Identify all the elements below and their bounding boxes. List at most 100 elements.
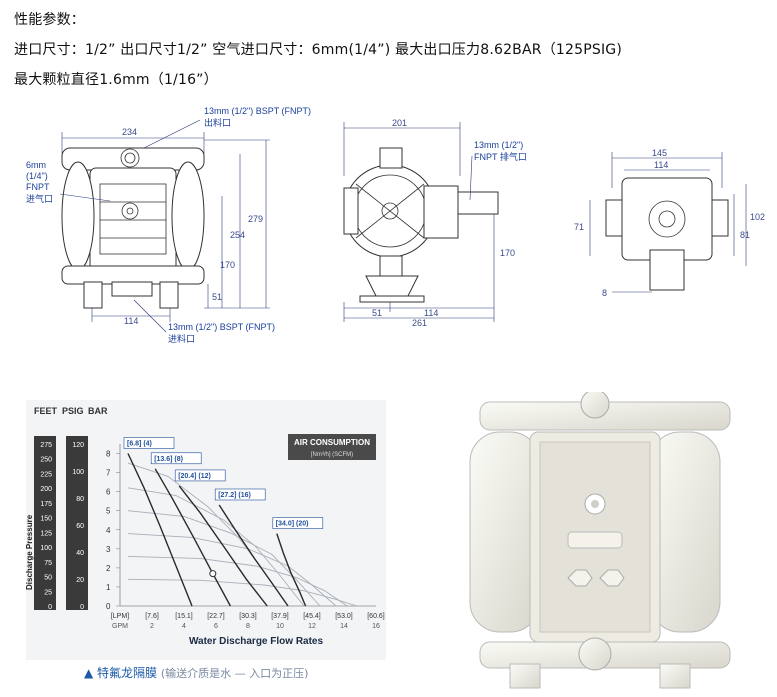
x-tick-lpm-label: [45.4] xyxy=(303,613,321,620)
spec-heading: 性能参数： xyxy=(14,12,85,28)
pump-photo xyxy=(469,392,731,689)
spec-line-particle: 最大颗粒直径1.6mm（1/16”） xyxy=(14,72,218,88)
air-curve-label-box xyxy=(214,488,266,501)
air-curve xyxy=(154,468,232,607)
side-width-label: 201 xyxy=(392,118,407,128)
spec-line-ports: 进口尺寸：1/2” 出口尺寸1/2” 空气进口尺寸：6mm(1/4”) 最大出口… xyxy=(14,42,622,58)
psig-axis-title: PSIG xyxy=(62,406,84,416)
side-height-label: 170 xyxy=(500,248,515,258)
side-exhaust-label-1: 13mm (1/2") xyxy=(474,140,523,150)
psig-tick-label: 120 xyxy=(72,442,84,449)
pressure-curve xyxy=(127,533,337,607)
feet-tick-label: 250 xyxy=(40,457,52,464)
front-height-279: 279 xyxy=(248,214,263,224)
dimension-drawings: 234 13mm (1/2") BSPT (FNPT) 出料口 6mm (1/4… xyxy=(26,106,765,344)
feet-tick-label: 100 xyxy=(40,545,52,552)
front-height-254: 254 xyxy=(230,230,245,240)
x-tick-lpm-label: [60.6] xyxy=(367,613,385,620)
x-tick-lpm-label: [30.3] xyxy=(239,613,257,620)
front-height-170: 170 xyxy=(220,260,235,270)
x-tick-lpm-label: [37.9] xyxy=(271,613,289,620)
feet-tick-label: 175 xyxy=(40,501,52,508)
front-air-label-1: 6mm xyxy=(26,160,46,170)
air-curve xyxy=(276,533,307,607)
caption-sub: (输送介质是水 — 入口为正压) xyxy=(160,667,309,680)
x-tick-gpm-label: 4 xyxy=(182,623,186,630)
front-air-label-2: (1/4") xyxy=(26,171,48,181)
air-curve-label: [20.4] (12) xyxy=(178,473,211,480)
side-dim-114: 114 xyxy=(424,308,438,318)
y-tick-label: 2 xyxy=(106,564,111,573)
air-curve xyxy=(218,504,289,607)
psig-tick-label: 0 xyxy=(80,604,84,611)
front-outlet-label-2: 出料口 xyxy=(204,117,231,128)
feet-tick-label: 75 xyxy=(44,560,52,567)
air-curve-label-box xyxy=(123,437,175,449)
pressure-curve xyxy=(127,487,305,607)
y-tick-label: 8 xyxy=(106,450,111,459)
x-tick-gpm-label: 16 xyxy=(372,623,380,630)
air-curve-label: [34.0] (20) xyxy=(276,521,309,528)
x-tick-gpm-label: 10 xyxy=(276,623,284,630)
top-height-102: 102 xyxy=(750,212,765,222)
y-tick-label: 5 xyxy=(106,507,111,516)
top-view-drawing: 145 114 71 102 81 8 xyxy=(574,148,765,298)
air-curve-label: [6.8] (4) xyxy=(127,441,152,448)
front-air-label-3: FNPT xyxy=(26,182,50,192)
air-curve-label-box xyxy=(150,452,202,465)
feet-tick-label: 50 xyxy=(44,575,52,582)
air-curve-label-box xyxy=(174,469,226,482)
y-tick-label: 6 xyxy=(106,488,111,497)
psig-tick-label: 40 xyxy=(76,550,84,557)
pressure-curve xyxy=(127,555,348,607)
legend-box-bg xyxy=(288,434,376,460)
air-curve-label: [27.2] (16) xyxy=(218,492,251,499)
x-axis-label: Water Discharge Flow Rates xyxy=(189,636,324,647)
psig-tick-label: 60 xyxy=(76,523,84,530)
feet-tick-label: 150 xyxy=(40,516,52,523)
side-exhaust-label-2: FNPT 排气口 xyxy=(474,151,527,162)
y-tick-label: 1 xyxy=(106,583,111,592)
front-inlet-label-1: 13mm (1/2") BSPT (FNPT) xyxy=(168,322,275,332)
air-curve xyxy=(127,453,193,607)
feet-tick-label: 225 xyxy=(40,471,52,478)
front-view-drawing: 234 13mm (1/2") BSPT (FNPT) 出料口 6mm (1/4… xyxy=(26,106,311,344)
feet-tick-label: 25 xyxy=(44,589,52,596)
x-tick-lpm-label: [22.7] xyxy=(207,613,225,620)
x-tick-gpm-label: 14 xyxy=(340,623,348,630)
air-curve-label-box xyxy=(272,517,324,529)
x-tick-lpm-label: [53.0] xyxy=(335,613,353,620)
feet-tick-label: 200 xyxy=(40,486,52,493)
y-axis-label: Discharge Pressure xyxy=(26,514,34,590)
front-air-label-4: 进气口 xyxy=(26,193,53,204)
side-dim-261: 261 xyxy=(412,318,427,328)
x-tick-gpm-label: 2 xyxy=(150,623,154,630)
front-base-width: 114 xyxy=(124,316,138,326)
y-tick-label: 3 xyxy=(106,545,111,554)
front-inlet-label-2: 进料口 xyxy=(168,333,195,344)
feet-tick-label: 275 xyxy=(40,442,52,449)
legend-units: [Nm³/h] (SCFM) xyxy=(311,452,353,458)
feet-tick-label: 125 xyxy=(40,530,52,537)
psig-tick-label: 100 xyxy=(72,469,84,476)
front-height-51: 51 xyxy=(212,292,222,302)
front-width-label: 234 xyxy=(122,127,137,137)
top-height-81: 81 xyxy=(740,230,750,240)
pressure-curve xyxy=(127,510,321,607)
x-tick-gpm-label: 8 xyxy=(246,623,250,630)
y-tick-label: 0 xyxy=(106,602,111,611)
psig-axis-bar xyxy=(66,436,88,610)
top-width-145: 145 xyxy=(652,148,667,158)
pressure-curve xyxy=(127,578,357,607)
top-width-114: 114 xyxy=(654,160,668,170)
y-tick-label: 7 xyxy=(106,469,111,478)
legend-title: AIR CONSUMPTION xyxy=(294,438,370,447)
side-view-drawing: 201 13mm (1/2") FNPT 排气口 170 51 114 261 xyxy=(343,118,527,328)
x-tick-lpm-label: [15.1] xyxy=(175,613,193,620)
front-outlet-label-1: 13mm (1/2") BSPT (FNPT) xyxy=(204,106,311,116)
top-height-71: 71 xyxy=(574,222,584,232)
feet-axis-bar xyxy=(34,436,56,610)
operating-point-marker xyxy=(209,570,217,578)
psig-tick-label: 80 xyxy=(76,496,84,503)
